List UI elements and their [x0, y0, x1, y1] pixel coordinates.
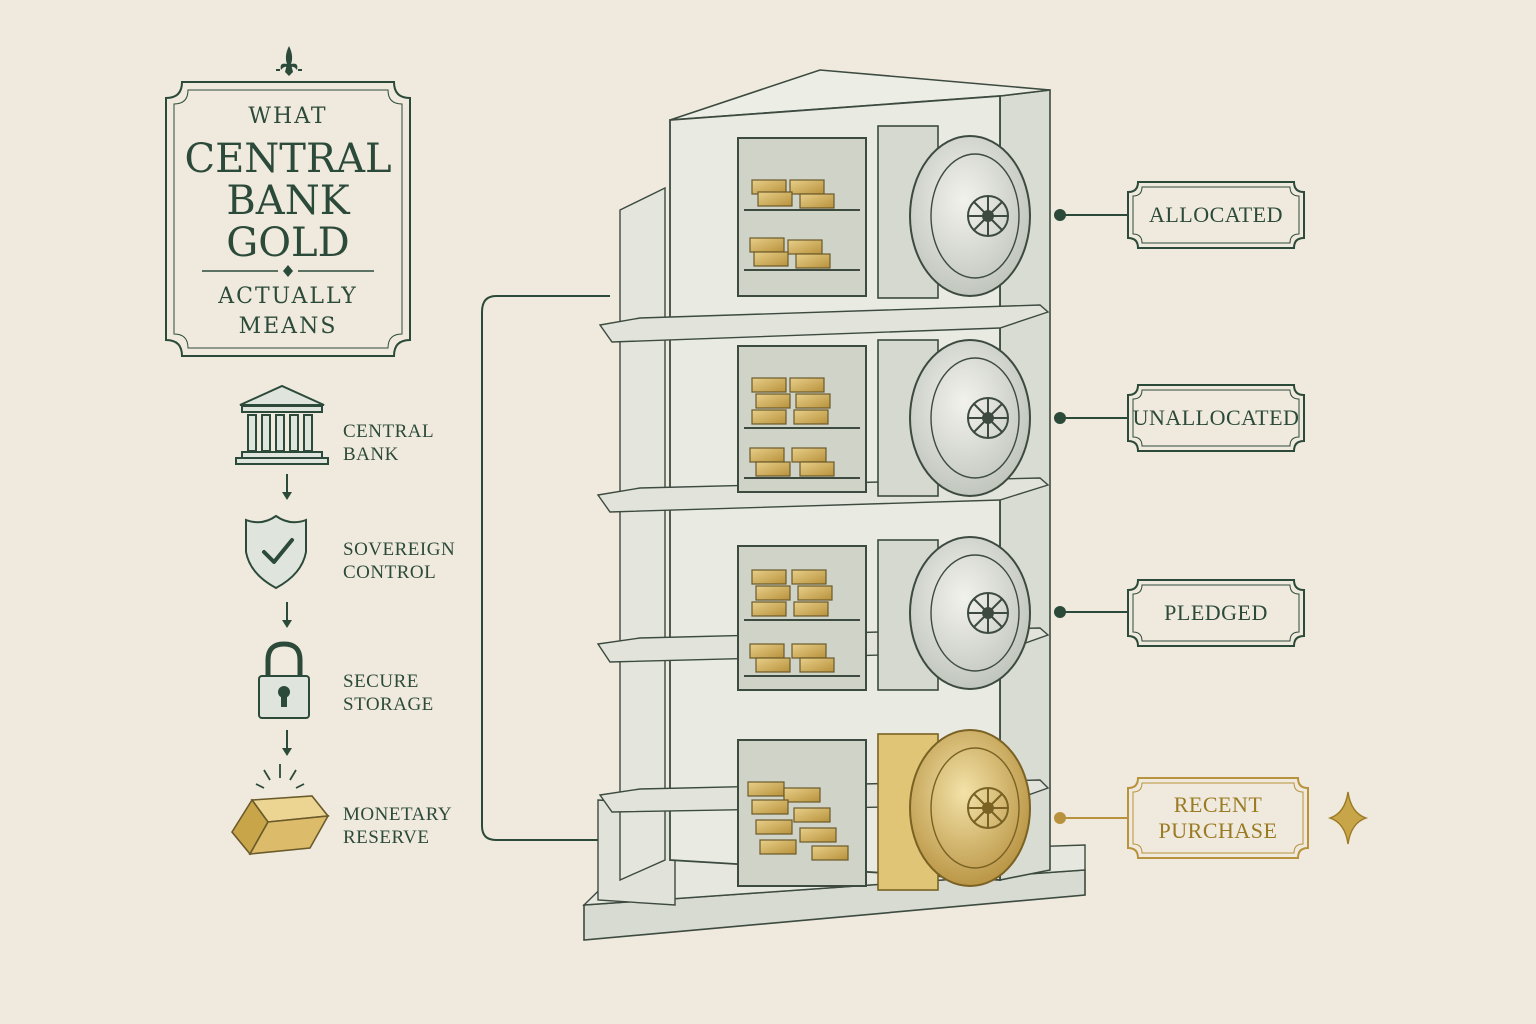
- callout-connector-allocated: [1054, 209, 1128, 221]
- flow-step-central-bank: CENTRAL BANK: [343, 421, 435, 465]
- sparkle-lines: [255, 764, 305, 789]
- title-diamond-icon: [283, 265, 293, 277]
- label-allocated: ALLOCATED: [1148, 202, 1284, 227]
- shield-check-icon: [245, 514, 307, 590]
- title-block: WHAT CENTRAL BANK GOLD ACTUALLY MEANS: [166, 82, 410, 356]
- bank-building-icon: [235, 384, 329, 465]
- title-means: MEANS: [238, 314, 338, 339]
- title-actually: ACTUALLY: [218, 284, 358, 309]
- label-unallocated: UNALLOCATED: [1132, 405, 1300, 430]
- flow-step-monetary-reserve: MONETARY RESERVE: [343, 804, 453, 848]
- title-what: WHAT: [248, 104, 328, 129]
- connector-bracket: [481, 295, 610, 841]
- title-bank: BANK: [226, 178, 350, 224]
- flow-step-sovereign-control: SOVEREIGN CONTROL: [343, 539, 456, 583]
- title-central: CENTRAL: [184, 136, 392, 182]
- vault-compartment-allocated: [737, 137, 867, 297]
- title-frame: [165, 81, 411, 357]
- gold-bar-stack: [747, 179, 849, 861]
- label-pledged: PLEDGED: [1164, 600, 1268, 625]
- padlock-icon: [258, 641, 310, 719]
- title-gold: GOLD: [226, 220, 350, 266]
- flow-arrow: [282, 474, 292, 500]
- label-recent-purchase: RECENT PURCHASE: [1158, 792, 1278, 843]
- door-wheel-icon: [967, 592, 1009, 634]
- door-wheel-icon: [967, 787, 1009, 829]
- label-frame-pledged: [1127, 579, 1305, 647]
- label-frame-unallocated: [1127, 384, 1305, 452]
- door-wheel-icon: [967, 397, 1009, 439]
- door-wheel-icon: [967, 195, 1009, 237]
- sparkle-star-icon: [1327, 791, 1369, 845]
- flow-arrow: [282, 602, 292, 628]
- flow-step-secure-storage: SECURE STORAGE: [343, 671, 434, 715]
- flow-arrow: [282, 730, 292, 756]
- fleur-ornament-icon: [276, 46, 302, 76]
- gold-bar-icon: [231, 795, 330, 856]
- label-frame-recent-purchase: [1127, 777, 1309, 859]
- label-frame-allocated: [1127, 181, 1305, 249]
- callout-connector-recent-purchase: [1054, 812, 1128, 824]
- callout-connector-pledged: [1054, 606, 1128, 618]
- callout-connector-unallocated: [1054, 412, 1128, 424]
